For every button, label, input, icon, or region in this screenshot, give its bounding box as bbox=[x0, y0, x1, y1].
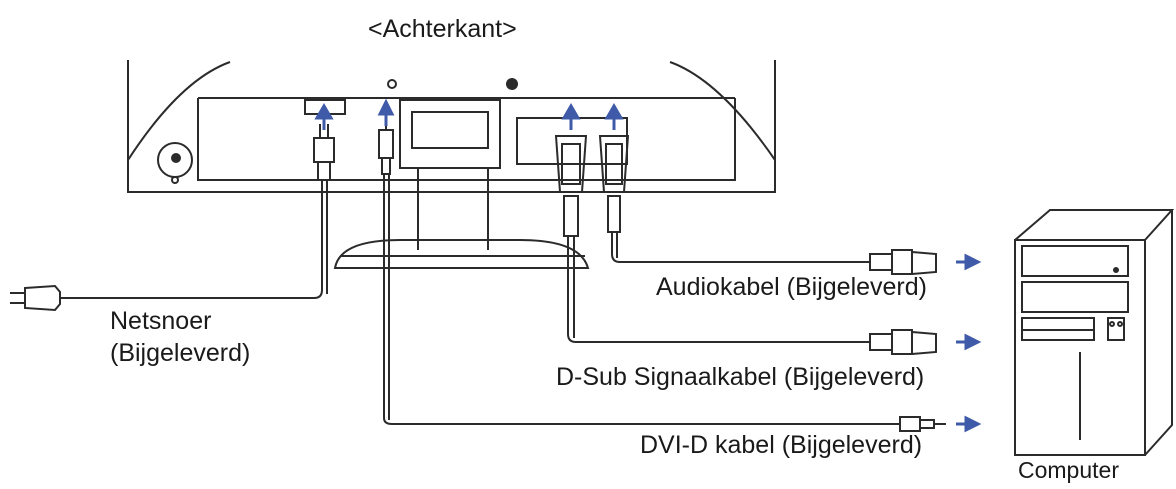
arrow-up-audio bbox=[604, 103, 624, 130]
audio-cable-label: Audiokabel (Bijgeleverd) bbox=[656, 273, 927, 301]
arrow-right-dsub bbox=[956, 333, 982, 351]
arrow-up-dsub bbox=[561, 103, 581, 130]
power-cord-label-line2: (Bijgeleverd) bbox=[110, 339, 251, 367]
arrow-right-dvi bbox=[956, 415, 982, 433]
power-cord-label-line1: Netsnoer bbox=[110, 307, 212, 335]
connection-arrows bbox=[314, 98, 982, 433]
power-cord bbox=[10, 124, 335, 312]
computer-label: Computer bbox=[1018, 457, 1119, 483]
arrow-up-power bbox=[314, 103, 334, 130]
diagram-title: <Achterkant> bbox=[368, 15, 517, 43]
arrow-up-dvi bbox=[377, 98, 395, 126]
audio-cable bbox=[598, 135, 937, 275]
dvi-cable bbox=[378, 118, 946, 432]
dsub-cable bbox=[554, 135, 937, 355]
monitor-back bbox=[127, 60, 776, 269]
dsub-cable-label: D-Sub Signaalkabel (Bijgeleverd) bbox=[556, 363, 925, 391]
computer-tower bbox=[1014, 209, 1175, 456]
arrow-right-audio bbox=[956, 253, 982, 271]
dvi-cable-label: DVI-D kabel (Bijgeleverd) bbox=[640, 431, 923, 459]
